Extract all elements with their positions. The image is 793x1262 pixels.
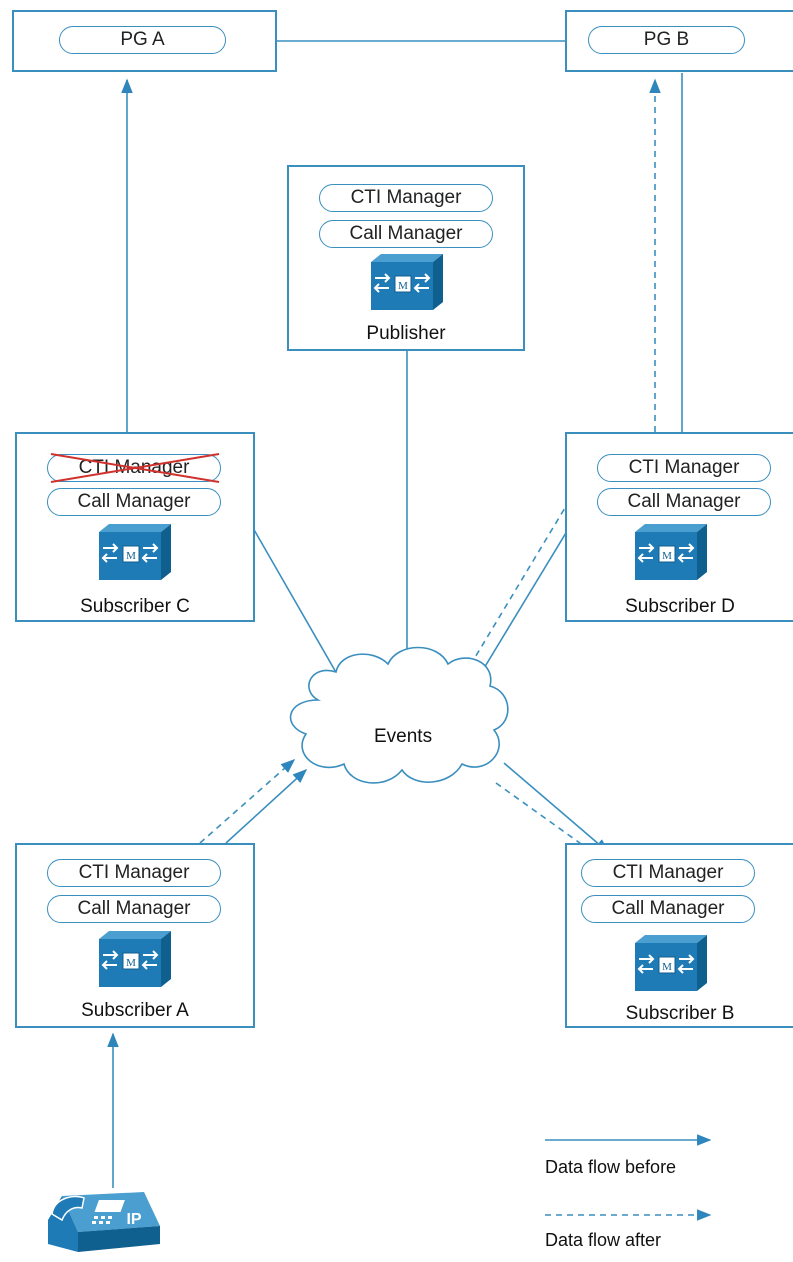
- pg-b-label: PG B: [588, 26, 745, 54]
- svg-text:M: M: [398, 280, 408, 292]
- subscriber-d-name: Subscriber D: [625, 596, 735, 617]
- subscriber-c-call-manager: Call Manager: [47, 488, 221, 516]
- events-cloud: [289, 646, 509, 784]
- publisher-node: CTI Manager Call Manager M Publisher: [287, 165, 525, 351]
- legend-before-label: Data flow before: [545, 1157, 677, 1177]
- pg-a-node: PG A: [12, 10, 277, 72]
- publisher-cti-manager: CTI Manager: [319, 184, 493, 212]
- pg-a-label: PG A: [59, 26, 226, 54]
- flow-a-to-events-before: [225, 769, 308, 844]
- subscriber-b-name: Subscriber B: [625, 1003, 735, 1024]
- subscriber-a-call-manager: Call Manager: [47, 895, 221, 923]
- publisher-name: Publisher: [366, 323, 446, 344]
- subscriber-c-callmanager-icon: M: [99, 524, 171, 580]
- ip-phone-label: IP: [126, 1211, 141, 1228]
- subscriber-d-cti-manager: CTI Manager: [597, 454, 771, 482]
- subscriber-b-node: CTI Manager Call Manager M Subscriber B: [565, 843, 793, 1028]
- ip-phone-icon: IP: [48, 1192, 160, 1252]
- pg-b-node: PG B: [565, 10, 793, 72]
- legend-after-label: Data flow after: [545, 1230, 662, 1250]
- subscriber-c-name: Subscriber C: [80, 596, 190, 617]
- publisher-callmanager-icon: M: [371, 254, 443, 310]
- svg-text:M: M: [662, 961, 672, 973]
- subscriber-d-callmanager-icon: M: [635, 524, 707, 580]
- flow-events-to-b-before: [503, 762, 610, 853]
- svg-text:M: M: [126, 957, 136, 969]
- svg-text:M: M: [126, 550, 136, 562]
- flow-a-to-events-after: [199, 759, 296, 844]
- subscriber-a-node: CTI Manager Call Manager M Subscriber A: [15, 843, 255, 1028]
- subscriber-a-callmanager-icon: M: [99, 931, 171, 987]
- subscriber-a-name: Subscriber A: [81, 1000, 189, 1021]
- subscriber-c-node: CTI Manager Call Manager M Subscriber C: [15, 432, 255, 622]
- publisher-call-manager: Call Manager: [319, 220, 493, 248]
- svg-text:M: M: [662, 550, 672, 562]
- cti-failed-cross-icon: [50, 453, 220, 483]
- subscriber-b-cti-manager: CTI Manager: [581, 859, 755, 887]
- subscriber-d-call-manager: Call Manager: [597, 488, 771, 516]
- subscriber-b-call-manager: Call Manager: [581, 895, 755, 923]
- subscriber-d-node: CTI Manager Call Manager M Subscriber D: [565, 432, 793, 622]
- events-label: Events: [374, 726, 433, 747]
- subscriber-a-cti-manager: CTI Manager: [47, 859, 221, 887]
- subscriber-b-callmanager-icon: M: [635, 935, 707, 991]
